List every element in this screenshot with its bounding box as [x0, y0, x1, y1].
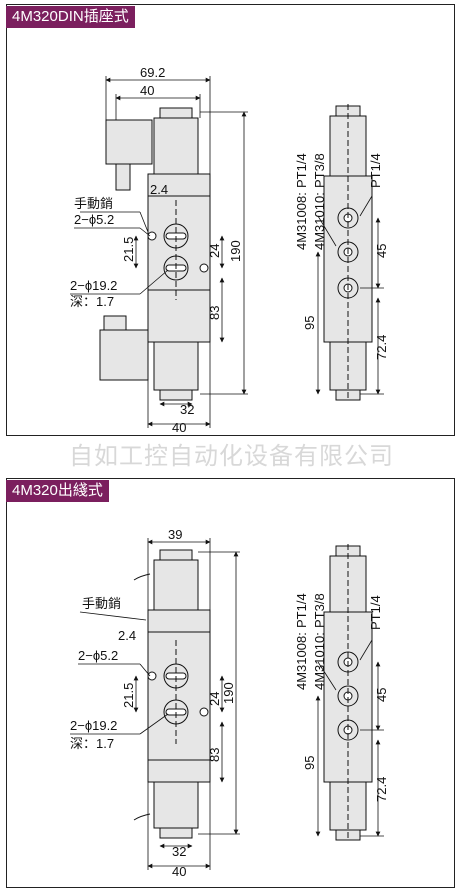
dim-right-spacing: 45	[374, 244, 389, 258]
dim-bottom-width: 40	[172, 420, 186, 435]
din-right-dimensions	[315, 195, 384, 395]
dim-offset: 2.4	[150, 182, 168, 197]
dim-port-spacing-2: 24	[207, 692, 222, 706]
dim-bottom-width-2: 40	[172, 864, 186, 879]
dim-total-height: 190	[228, 240, 243, 262]
wire-right-labels: 4M31008: PT1/4 4M31010: PT3/8 PT1/4 45 7…	[294, 593, 389, 802]
din-left-view	[99, 107, 211, 401]
model-a: 4M31008:	[294, 192, 309, 250]
wire-left-view	[133, 549, 211, 839]
dim-right-left-2: 95	[302, 756, 317, 770]
label-hole-small-2: 2−ϕ5.2	[78, 648, 118, 663]
din-right-labels: 4M31008: PT1/4 4M31010: PT3/8 PT1/4 45 7…	[294, 153, 389, 360]
model-a-2: 4M31008:	[294, 632, 309, 690]
wire-left-labels: 39 手動銷 2.4 2−ϕ5.2 2−ϕ19.2 深：1.7 32 40 21…	[70, 527, 236, 879]
wire-right-view	[323, 544, 373, 841]
dim-base-width-2: 32	[172, 844, 186, 859]
dim-body-height: 83	[207, 306, 222, 320]
port-top: PT1/4	[368, 153, 383, 188]
port-b-2: PT3/8	[312, 593, 327, 628]
section-title-wire: 4M320出綫式	[6, 480, 109, 502]
dim-overall-width: 69.2	[140, 65, 165, 80]
din-right-view	[323, 104, 373, 401]
label-hole-large: 2−ϕ19.2	[70, 278, 117, 293]
dim-pitch-2: 21.5	[121, 683, 136, 708]
label-depth: 深：1.7	[70, 294, 114, 309]
din-left-dimensions	[70, 76, 248, 428]
port-a-2: PT1/4	[294, 593, 309, 628]
dim-right-lower-2: 72.4	[374, 777, 389, 802]
section-title-din: 4M320DIN插座式	[6, 6, 135, 28]
dim-pitch: 21.5	[121, 237, 136, 262]
port-top-2: PT1/4	[368, 595, 383, 630]
label-hole-small: 2−ϕ5.2	[74, 212, 114, 227]
company-watermark: 自如工控自动化设备有限公司	[69, 443, 394, 470]
wire-left-dimensions	[70, 538, 240, 870]
dim-port-spacing: 24	[207, 244, 222, 258]
model-b: 4M31010:	[312, 192, 327, 250]
dim-body-width-2: 39	[168, 527, 182, 542]
model-b-2: 4M31010:	[312, 632, 327, 690]
dim-right-lower: 72.4	[374, 335, 389, 360]
dim-body-width: 40	[140, 83, 154, 98]
label-manual-pin-2: 手動銷	[82, 596, 121, 611]
label-hole-large-2: 2−ϕ19.2	[70, 718, 117, 733]
dim-base-width: 32	[180, 402, 194, 417]
dim-body-height-2: 83	[207, 748, 222, 762]
wire-right-dimensions	[315, 639, 384, 837]
dim-right-left: 95	[302, 316, 317, 330]
dim-right-spacing-2: 45	[374, 688, 389, 702]
label-depth-2: 深：1.7	[70, 736, 114, 751]
dim-offset-2: 2.4	[118, 628, 136, 643]
port-a: PT1/4	[294, 153, 309, 188]
port-b: PT3/8	[312, 153, 327, 188]
dim-total-height-2: 190	[221, 682, 236, 704]
din-left-labels: 69.2 40 2.4 手動銷 2−ϕ5.2 2−ϕ19.2 深：1.7 32 …	[70, 65, 243, 435]
label-manual-pin: 手動銷	[74, 196, 113, 211]
